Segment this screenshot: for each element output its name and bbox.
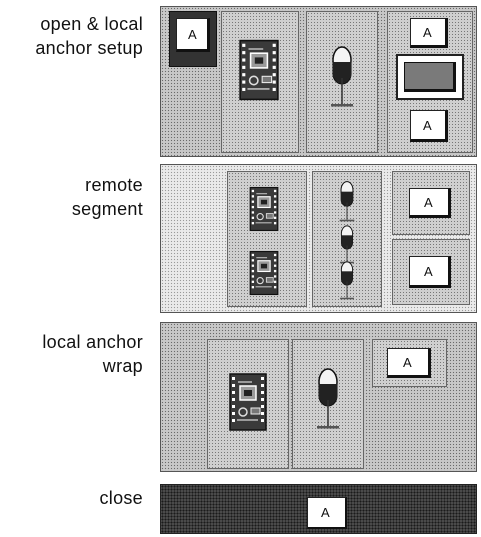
anchor-tab-dark: A [169,11,217,67]
microphone-icon [337,178,357,228]
panel-open-anchor-setup: A A A [160,6,477,157]
chip-icon [238,36,280,104]
anchor-box-bottom: A [392,239,470,305]
microphone-icon [327,40,357,118]
anchor-letter: A [424,264,433,279]
mic-box [312,171,382,307]
chip-icon [248,186,280,232]
chip-icon [228,368,268,436]
anchor-card-highlighted [404,62,456,92]
label-line: wrap [102,356,143,376]
anchor-card: A [409,188,451,218]
mic-box [292,339,364,469]
anchor-letter: A [321,505,330,520]
panel-local-anchor-wrap: A [160,322,477,472]
anchor-card: A [176,18,210,52]
anchor-card: A [387,348,431,378]
label-line: open & local [40,14,143,34]
label-line: anchor setup [35,38,143,58]
anchor-card-top: A [410,18,448,48]
step-label-open-anchor-setup: open & local anchor setup [0,12,143,60]
mic-box [306,11,378,153]
anchor-card: A [409,256,451,288]
anchor-letter: A [424,195,433,210]
chip-box [221,11,299,153]
chip-icon [248,250,280,296]
anchor-stack-box: A A [387,11,473,153]
anchor-letter: A [423,118,432,133]
label-line: remote [85,175,143,195]
microphone-icon [313,364,343,438]
chip-box [207,339,289,469]
label-line: local anchor [42,332,143,352]
step-label-close: close [0,486,143,510]
chip-box [227,171,307,307]
anchor-letter: A [188,27,197,42]
anchor-box: A [372,339,447,387]
highlighted-anchor-frame [396,54,464,100]
anchor-card-bottom: A [410,110,448,142]
anchor-box-top: A [392,171,470,235]
label-line: segment [71,199,143,219]
anchor-card: A [307,497,347,529]
step-label-remote-segment: remote segment [0,173,143,221]
step-label-local-anchor-wrap: local anchor wrap [0,330,143,378]
microphone-icon [337,260,357,304]
anchor-letter: A [423,25,432,40]
anchor-letter: A [403,355,412,370]
panel-remote-segment: A A [160,164,477,313]
label-line: close [99,488,143,508]
panel-close: A [160,484,477,534]
